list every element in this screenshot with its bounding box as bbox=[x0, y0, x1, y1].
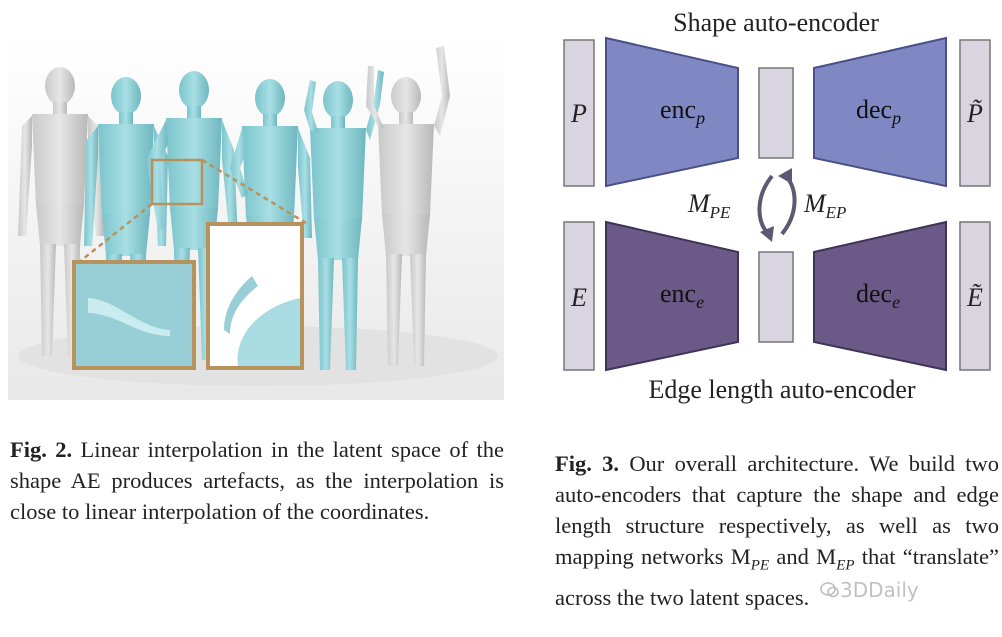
zoom-inset-right bbox=[206, 222, 304, 370]
body-figure-target bbox=[366, 46, 450, 366]
encoder-p-shape bbox=[605, 36, 739, 188]
body-figure-interp-3 bbox=[230, 79, 312, 368]
encoder-e-label: ence bbox=[660, 279, 704, 312]
input-e-label: E bbox=[570, 283, 587, 312]
shape-ae-title: Shape auto-encoder bbox=[673, 8, 879, 37]
caption-sub-pe: PE bbox=[750, 557, 770, 574]
decoder-e-shape bbox=[813, 220, 947, 372]
caption-sub-ep: EP bbox=[836, 557, 855, 574]
figure-3-architecture-diagram: Shape auto-encoder P encp decp P̃ MPE ME… bbox=[563, 8, 991, 404]
decoder-e-label: dece bbox=[856, 279, 900, 312]
zoom-inset-markers bbox=[77, 158, 307, 264]
map-ep-label: MEP bbox=[803, 189, 846, 222]
mapping-arrows bbox=[757, 174, 797, 236]
figure-3-caption: Fig. 3. Our overall architecture. We bui… bbox=[555, 448, 999, 613]
encoder-e-shape bbox=[605, 220, 739, 372]
output-p-box bbox=[959, 39, 991, 187]
wechat-icon bbox=[820, 582, 839, 598]
decoder-p-shape bbox=[813, 36, 947, 188]
zoom-inset-left bbox=[72, 260, 196, 370]
edge-ae-title: Edge length auto-encoder bbox=[648, 375, 915, 404]
encoder-p-label: encp bbox=[660, 95, 705, 128]
latent-p-box bbox=[758, 67, 794, 159]
output-e-box bbox=[959, 221, 991, 371]
watermark-text: 3DDaily bbox=[840, 578, 919, 602]
body-figure-interp-2 bbox=[146, 71, 238, 360]
figure-2-label: Fig. 2. bbox=[10, 437, 73, 462]
output-e-label: Ẽ bbox=[966, 283, 983, 312]
figure-2-interpolation-image bbox=[8, 38, 504, 400]
figure-2-caption: Fig. 2. Linear interpolation in the late… bbox=[10, 434, 504, 527]
arrow-head-ep bbox=[778, 168, 792, 184]
figure-3-caption-end: that “translate” across the two latent s… bbox=[555, 544, 999, 610]
body-figure-interp-4 bbox=[304, 70, 384, 370]
arrow-head-pe bbox=[760, 226, 774, 242]
figure-3-caption-mid: and M bbox=[769, 544, 837, 569]
decoder-p-label: decp bbox=[856, 95, 901, 128]
latent-e-box bbox=[758, 251, 794, 343]
input-p-label: P bbox=[570, 99, 587, 128]
input-e-box bbox=[563, 221, 595, 371]
figure-3-caption-text: Our overall architecture. We build two a… bbox=[555, 451, 999, 569]
figure-2-caption-text: Linear interpolation in the latent space… bbox=[10, 437, 504, 524]
output-p-label: P̃ bbox=[966, 99, 983, 128]
input-p-box bbox=[563, 39, 595, 187]
figure-3-label: Fig. 3. bbox=[555, 451, 620, 476]
map-pe-label: MPE bbox=[687, 189, 731, 222]
